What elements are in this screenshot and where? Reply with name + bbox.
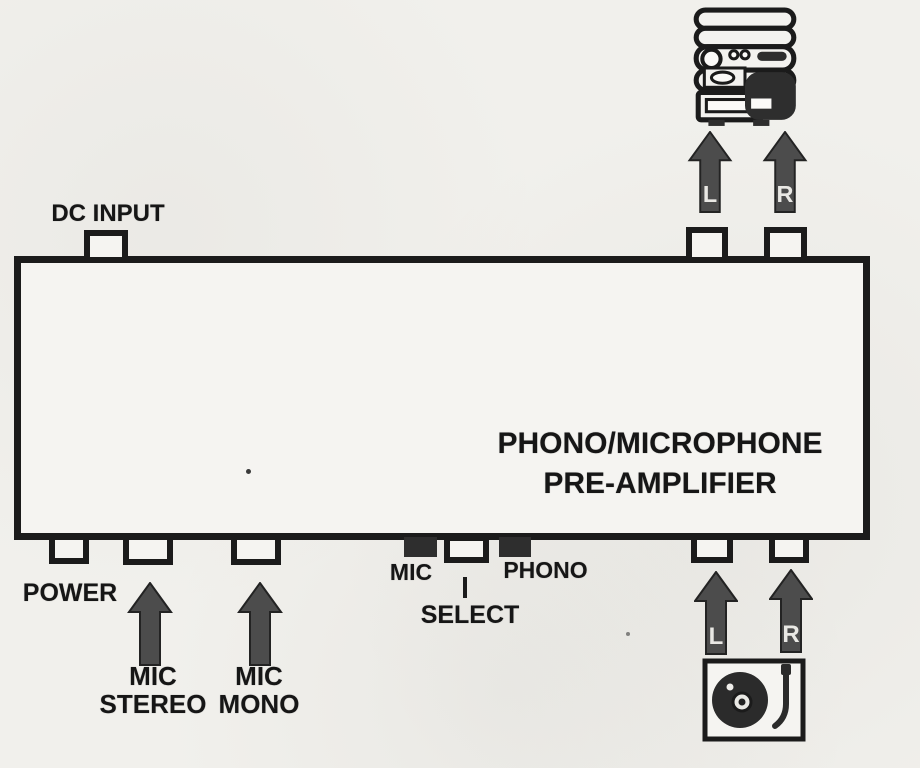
mic-mono-label-line2: MONO (218, 689, 300, 719)
mic-mono-label-line1: MIC (235, 661, 283, 691)
select-switch (444, 535, 489, 563)
panel-title-line2: PRE-AMPLIFIER (543, 467, 777, 500)
mic-mono-connector (231, 534, 281, 565)
output-right-arrow-icon: R (762, 131, 808, 213)
output-left-letter: L (703, 181, 717, 207)
mic-mono-arrow-icon (237, 582, 283, 666)
dc-input-label: DC INPUT (51, 200, 165, 227)
mic-stereo-connector (123, 534, 173, 565)
turntable-icon (702, 658, 806, 742)
select-mic-label: MIC (389, 559, 433, 585)
input-right-letter: R (782, 621, 799, 648)
input-right-connector (769, 534, 809, 563)
input-left-letter: L (709, 623, 724, 650)
select-pointer-line (463, 577, 467, 598)
pre-amplifier-panel (14, 256, 870, 540)
output-right-letter: R (777, 181, 794, 207)
power-connector (49, 534, 89, 564)
select-phono-label: PHONO (503, 557, 588, 583)
mic-stereo-arrow-icon (127, 582, 173, 666)
input-right-arrow-icon: R (769, 569, 813, 653)
input-left-connector (691, 534, 733, 563)
mic-stereo-label-line2: STEREO (99, 689, 207, 719)
stereo-system-icon (693, 7, 797, 126)
power-label: POWER (22, 579, 118, 607)
mic-mono-label: MIC MONO (206, 662, 312, 718)
scan-speck (246, 469, 251, 474)
output-left-arrow-icon: L (687, 131, 733, 213)
panel-title: PHONO/MICROPHONE PRE-AMPLIFIER (470, 424, 850, 504)
mic-stereo-label: MIC STEREO (98, 662, 208, 718)
panel-title-line1: PHONO/MICROPHONE (497, 427, 823, 460)
scan-speck (626, 632, 630, 636)
select-mic-position (404, 537, 437, 557)
select-phono-position (499, 537, 531, 557)
dc-input-connector (84, 230, 128, 263)
output-right-connector (764, 227, 807, 263)
output-left-connector (686, 227, 728, 263)
select-label: SELECT (420, 601, 520, 629)
mic-stereo-label-line1: MIC (129, 661, 177, 691)
input-left-arrow-icon: L (694, 571, 738, 655)
